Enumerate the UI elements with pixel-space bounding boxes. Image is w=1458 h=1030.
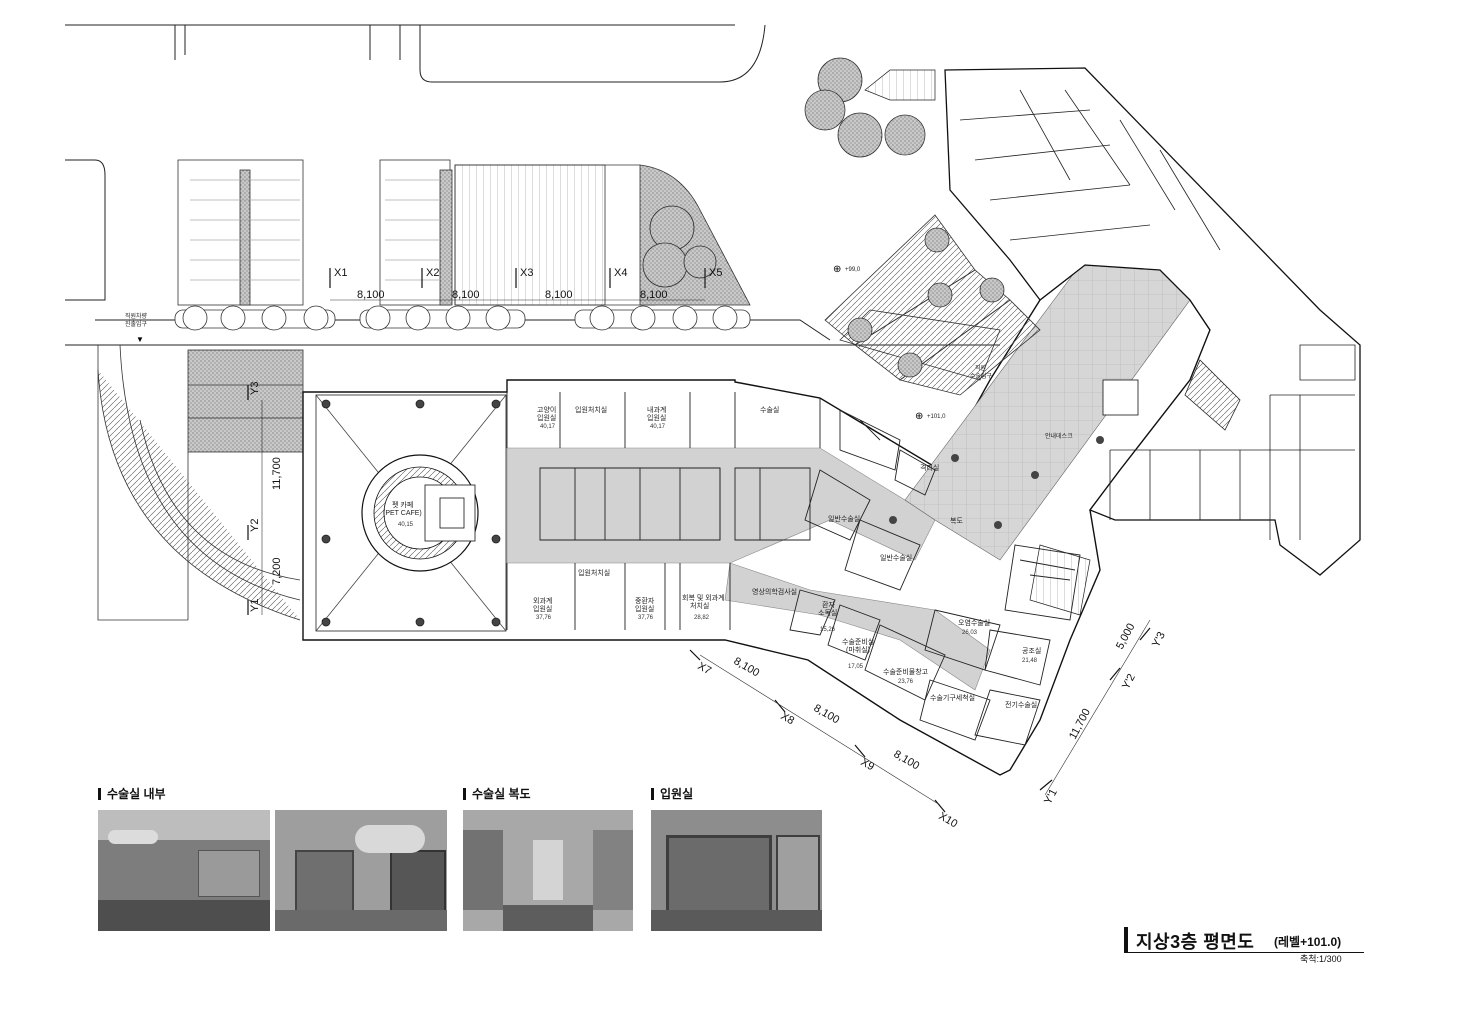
level-marker-icon: ⊕ <box>833 264 841 275</box>
drawing-scale: 축척:1/300 <box>1300 954 1342 964</box>
trees <box>182 57 926 331</box>
room-hvac-area: 21,48 <box>1022 658 1038 664</box>
room-general-surgery-1: 일반수술실 <box>828 514 860 523</box>
dim-bay-2: 8,100 <box>452 289 480 301</box>
drawing-title: 지상3층 평면도 <box>1136 932 1255 952</box>
room-supply-storage: 수술준비물창고 <box>883 667 929 676</box>
drawing-subtitle: (레벨+101.0) <box>1274 935 1342 949</box>
photo-surgery-corridor <box>463 810 633 931</box>
room-imaging: 영상의학검사실 <box>752 587 797 596</box>
room-contaminated-surgery-area: 26,03 <box>962 630 978 636</box>
photo-surgery-interior-1 <box>98 810 270 931</box>
room-cat-ward-area: 40,17 <box>540 424 556 430</box>
curved-ramp <box>97 344 304 640</box>
cafe-block <box>315 394 507 632</box>
room-anesthesia: 수술준비실(마취실) <box>842 637 874 654</box>
photo-caption-ward: 입원실 <box>651 788 693 800</box>
room-contaminated-surgery: 오염수술실 <box>958 618 990 627</box>
level-101: +101,0 <box>927 414 946 420</box>
room-internal-ward-area: 40,17 <box>650 424 666 430</box>
grid-x7: X7 <box>696 660 714 677</box>
room-supply-storage-area: 23,76 <box>898 679 914 685</box>
room-surgery: 수술실 <box>760 405 779 414</box>
level-markers: ⊕ +99,0 ⊕ +101,0 <box>833 264 946 422</box>
level-99: +99,0 <box>845 267 861 273</box>
grid-axes <box>247 268 1151 813</box>
photo-ward <box>651 810 822 931</box>
info-desk-label: 안내데스크 <box>1045 432 1073 440</box>
grid-y2: Y2 <box>249 519 261 532</box>
photo-caption-surgery-corridor: 수술실 복도 <box>463 788 531 800</box>
entrance-arrow-icon: ▼ <box>136 335 144 344</box>
room-icu-area: 37,76 <box>638 615 654 621</box>
planting-block <box>187 349 304 453</box>
room-instrument-wash: 수술기구세척실 <box>930 693 975 702</box>
parking-lots <box>174 159 751 329</box>
dim-7200-left: 7,200 <box>271 557 283 585</box>
title-underline <box>1124 952 1364 953</box>
cafe-area: 40,15 <box>398 522 414 528</box>
room-isolation: 격리실 <box>920 463 939 472</box>
dim-bay-x9-x10: 8,100 <box>892 748 922 772</box>
level-marker-icon: ⊕ <box>915 411 923 422</box>
corridor-fill <box>506 264 1191 691</box>
room-treatment-2: 입원처치실 <box>578 568 610 577</box>
grid-y3-prime: Y'3 <box>1150 630 1168 649</box>
room-surgical-ward-area: 37,76 <box>536 615 552 621</box>
grid-x2: X2 <box>426 267 439 279</box>
room-electrosurgery: 전기수술실 <box>1005 700 1037 709</box>
grid-x8: X8 <box>779 710 797 727</box>
photo-surgery-interior-2 <box>275 810 447 931</box>
cafe-label: 펫 카페(PET CAFE) <box>383 500 422 517</box>
grid-y1-prime: Y'1 <box>1042 787 1060 806</box>
room-anesthesia-area: 17,05 <box>848 664 864 670</box>
right-wing-rooms <box>959 89 1356 540</box>
dim-11700-left: 11,700 <box>271 457 283 490</box>
room-walls <box>506 392 1081 746</box>
dim-bay-1: 8,100 <box>357 289 385 301</box>
courtyard <box>824 214 1041 396</box>
right-wing <box>944 67 1361 576</box>
dim-bay-3: 8,100 <box>545 289 573 301</box>
title-bar <box>1124 927 1128 952</box>
grid-x5: X5 <box>709 267 722 279</box>
grid-x4: X4 <box>614 267 627 279</box>
corridor-label: 복도 <box>950 517 963 525</box>
stairs-top <box>864 69 1091 616</box>
columns <box>889 436 1104 529</box>
room-disinfection-area: 15,26 <box>820 627 836 633</box>
room-treatment-1: 입원처치실 <box>575 405 607 414</box>
grid-x9: X9 <box>859 756 877 773</box>
grid-x3: X3 <box>520 267 533 279</box>
photo-caption-surgery-interior: 수술실 내부 <box>98 788 166 800</box>
dim-11700-right: 11,700 <box>1067 707 1093 742</box>
dim-bay-x8-x9: 8,100 <box>812 702 842 726</box>
grid-x1: X1 <box>334 267 347 279</box>
grid-x10: X10 <box>937 810 960 830</box>
grid-y3: Y3 <box>249 382 261 395</box>
grid-y1: Y1 <box>249 599 261 612</box>
room-recovery-area: 28,82 <box>694 615 710 621</box>
grid-y2-prime: Y'2 <box>1120 672 1138 691</box>
dim-bay-x7-x8: 8,100 <box>732 655 762 679</box>
dim-bay-4: 8,100 <box>640 289 668 301</box>
room-hvac: 공조실 <box>1022 646 1041 655</box>
title-block: 지상3층 평면도 (레벨+101.0) 축척:1/300 <box>1124 927 1374 964</box>
room-general-surgery-2: 일반수술실 <box>880 553 912 562</box>
